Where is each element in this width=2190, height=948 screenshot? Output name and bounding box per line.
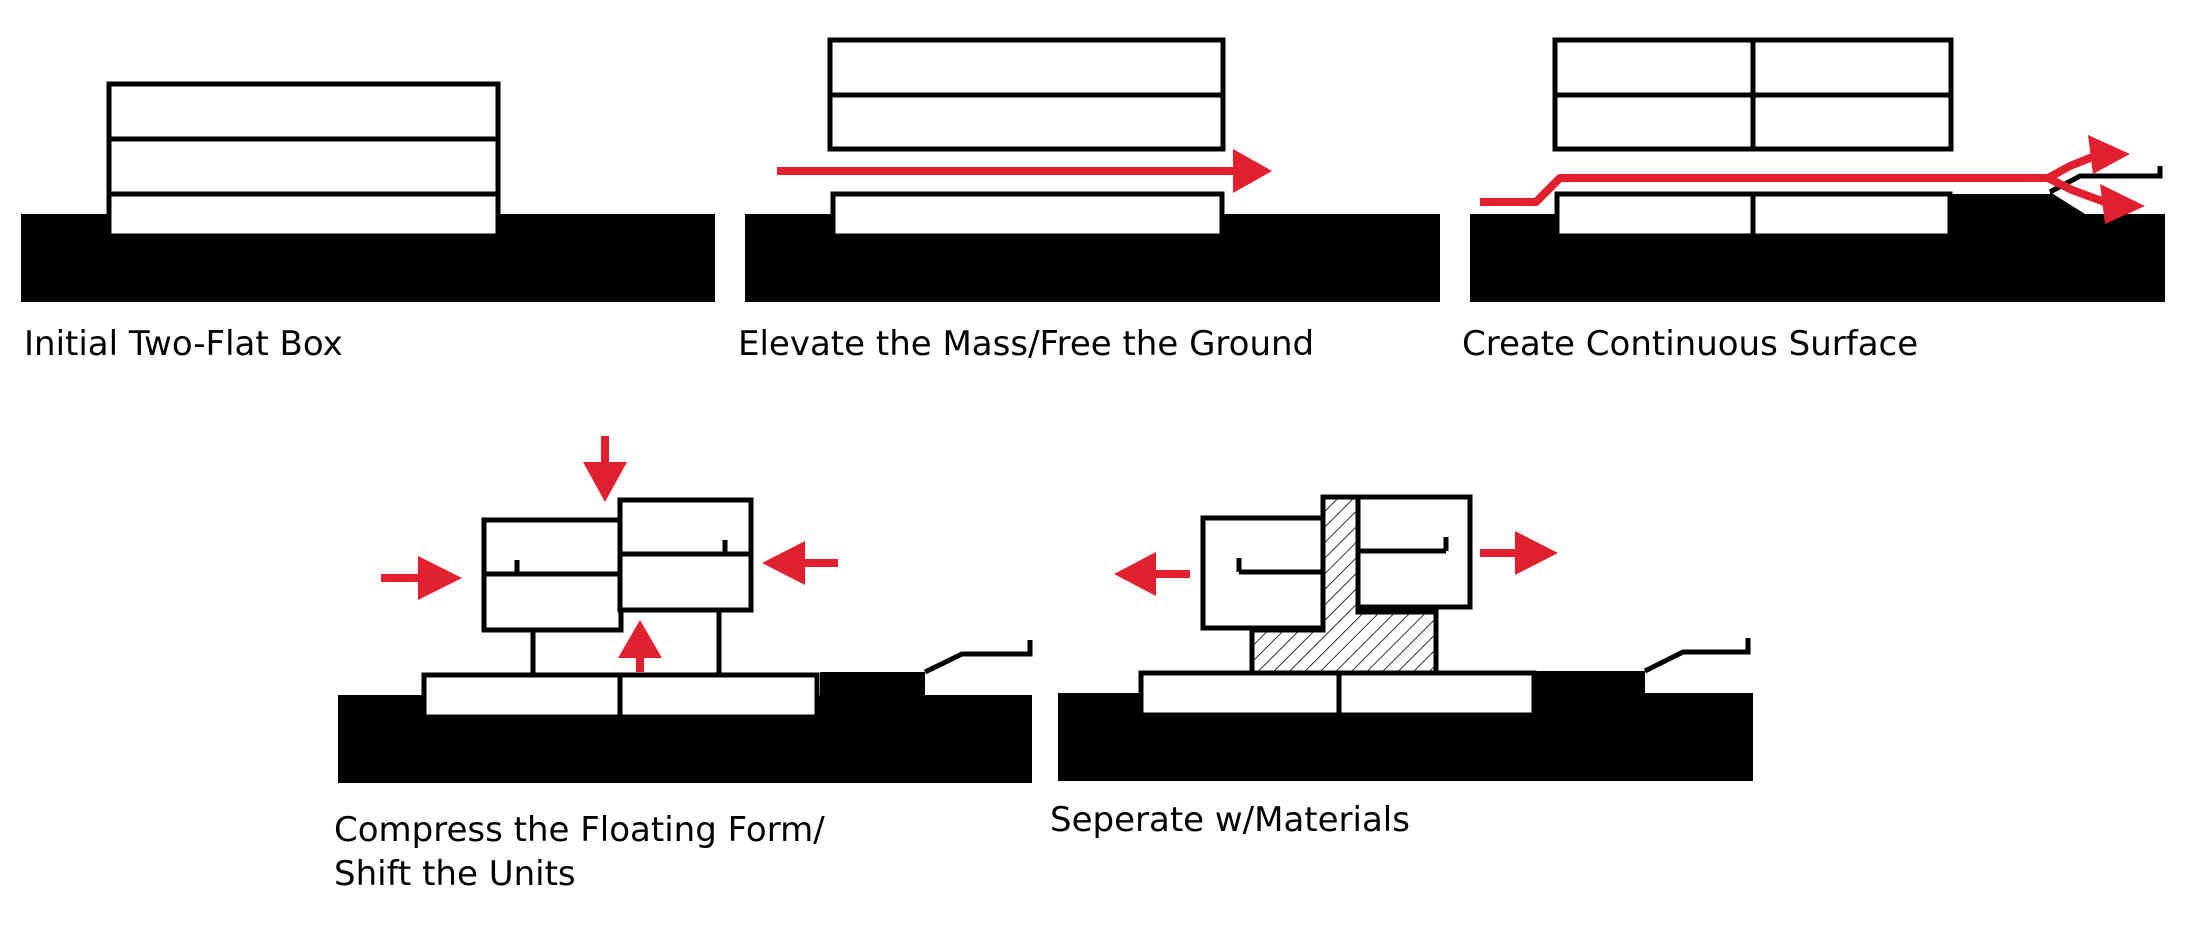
ground-floor-block xyxy=(830,191,1225,239)
box-base-floor xyxy=(106,191,501,239)
red-arrow-right-head xyxy=(1515,531,1558,575)
red-arrow-left-head xyxy=(762,541,805,585)
red-surface-path xyxy=(1480,152,2097,206)
ramp-edge xyxy=(923,640,1033,675)
elevated-unit-lower xyxy=(827,92,1226,152)
red-arrow-down-head xyxy=(583,462,627,502)
caption-step-1: Initial Two-Flat Box xyxy=(24,324,343,364)
red-arrow-right-head xyxy=(418,556,462,600)
step-5-separate-materials xyxy=(1058,494,1753,781)
step-2-elevate-mass xyxy=(745,37,1440,302)
red-arrow-up-head xyxy=(618,620,662,658)
red-surface-branch xyxy=(2046,174,2112,208)
step-1-initial-box xyxy=(21,81,715,302)
caption-step-5: Seperate w/Materials xyxy=(1050,800,1410,840)
box-unit-lower xyxy=(106,136,501,197)
red-arrow-head-upper xyxy=(2088,135,2130,174)
step-4-compress-shift xyxy=(338,436,1033,783)
box-unit-upper xyxy=(106,81,501,142)
red-arrow-left-head xyxy=(1114,552,1156,596)
red-arrow-head-right xyxy=(1233,149,1272,193)
step-3-continuous-surface xyxy=(1470,37,2165,302)
caption-step-4: Compress the Floating Form/ Shift the Un… xyxy=(334,808,825,896)
caption-step-4-line-2: Shift the Units xyxy=(334,854,576,894)
caption-step-3: Create Continuous Surface xyxy=(1462,324,1919,364)
caption-step-4-line-1: Compress the Floating Form/ xyxy=(334,810,825,850)
caption-step-2: Elevate the Mass/Free the Ground xyxy=(738,324,1315,364)
red-arrow-head-lower xyxy=(2100,184,2145,224)
elevated-unit-upper xyxy=(827,37,1226,98)
ramp-edge xyxy=(1643,638,1751,674)
